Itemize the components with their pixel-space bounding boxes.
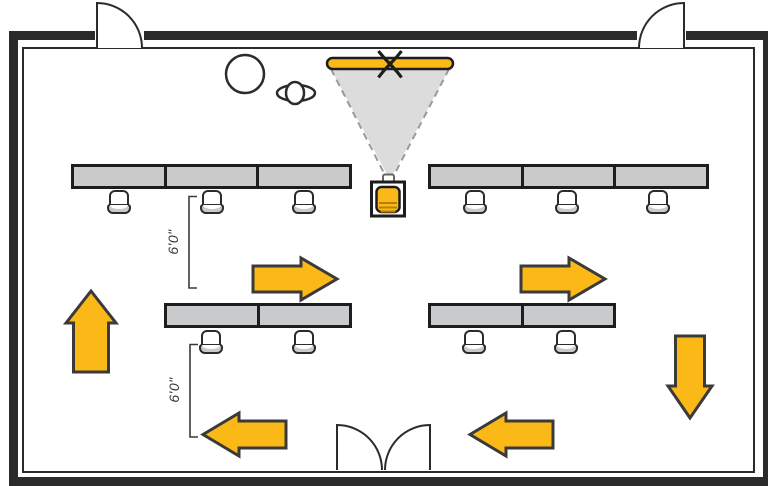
chair (200, 190, 224, 214)
desk (259, 306, 349, 325)
desk (166, 167, 257, 186)
desk-row-front-right (428, 164, 709, 189)
desk-row-back-right (428, 303, 616, 328)
chair (646, 190, 670, 214)
chair (292, 330, 316, 354)
chair (554, 330, 578, 354)
chair (462, 330, 486, 354)
chair (555, 190, 579, 214)
chair (292, 190, 316, 214)
room-outer-wall (9, 31, 768, 486)
dimension-label-back: 6'0" (166, 377, 182, 403)
desk-row-front-left (71, 164, 352, 189)
chair (463, 190, 487, 214)
door-opening-top-left (95, 29, 144, 46)
desk (167, 306, 257, 325)
desk (523, 306, 613, 325)
desk (74, 167, 164, 186)
room-inner-wall-line (22, 47, 755, 473)
desk (259, 167, 350, 186)
dimension-label-front: 6'0" (165, 229, 181, 255)
desk (431, 306, 521, 325)
desk (616, 167, 707, 186)
chair (107, 190, 131, 214)
desk-row-back-left (164, 303, 352, 328)
chair (199, 330, 223, 354)
door-opening-top-right (637, 29, 686, 46)
desk (431, 167, 521, 186)
desk (523, 167, 614, 186)
